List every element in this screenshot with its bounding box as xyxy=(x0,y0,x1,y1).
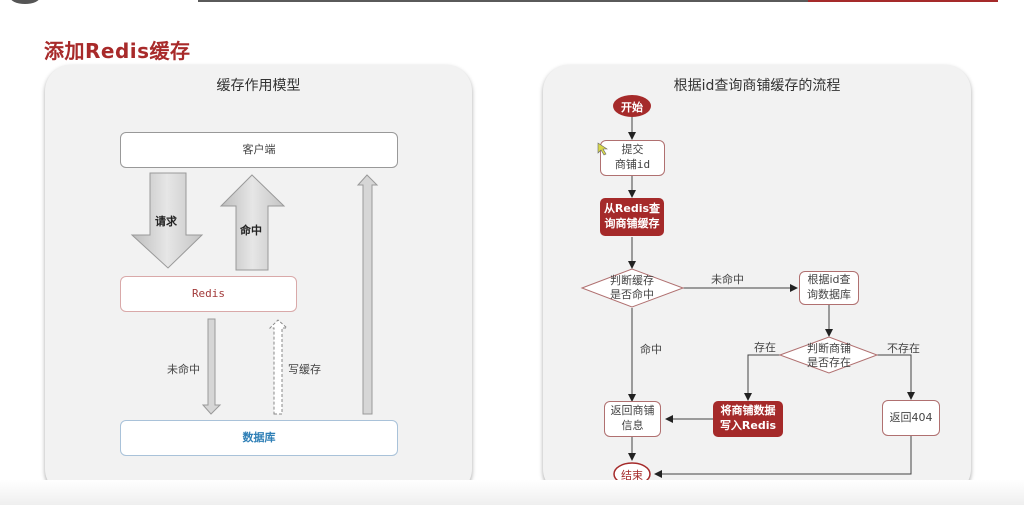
end-node: 结束 xyxy=(621,469,643,482)
hit-arrow xyxy=(219,174,286,271)
write-redis-line1: 将商铺数据 xyxy=(720,404,776,418)
decision-hit-shape xyxy=(580,268,685,308)
db-to-client-arrow xyxy=(356,174,379,415)
edge-404-end xyxy=(654,436,912,478)
write-redis-line2: 写入Redis xyxy=(719,419,777,432)
query-db-node: 根据id查询数据库 xyxy=(799,271,859,305)
cache-model-title: 缓存作用模型 xyxy=(216,78,301,94)
submit-node: 提交商铺id xyxy=(600,140,665,176)
miss-arrow xyxy=(201,318,222,415)
decide-hit-line2: 是否命中 xyxy=(610,288,654,302)
decide-exists-line2: 是否存在 xyxy=(807,356,851,370)
hit-label: 命中 xyxy=(240,224,262,237)
label-exists: 存在 xyxy=(754,341,776,354)
request-label: 请求 xyxy=(155,215,177,228)
decide-hit-node: 判断缓存是否命中 xyxy=(604,274,660,303)
return-info-line2: 信息 xyxy=(621,419,644,432)
label-miss: 未命中 xyxy=(711,273,744,286)
decide-exists-node: 判断商铺是否存在 xyxy=(801,342,857,371)
decision-exists-shape xyxy=(778,336,879,374)
database-label: 数据库 xyxy=(242,430,276,444)
submit-line1: 提交 xyxy=(621,143,644,157)
submit-line2: 商铺id xyxy=(614,158,651,171)
progress-accent xyxy=(808,0,998,2)
page-title: 添加Redis缓存 xyxy=(44,39,191,63)
client-label: 客户端 xyxy=(242,142,276,156)
write-cache-arrow xyxy=(268,319,289,415)
start-shape xyxy=(613,95,651,117)
decide-hit-line1: 判断缓存 xyxy=(610,274,654,287)
miss-label: 未命中 xyxy=(167,363,200,376)
decide-exists-line1: 判断商铺 xyxy=(807,342,851,355)
label-not-exists: 不存在 xyxy=(887,342,920,355)
redis-label: Redis xyxy=(191,286,226,300)
start-node: 开始 xyxy=(621,101,643,114)
query-db-line2: 询数据库 xyxy=(807,288,851,301)
bottom-shadow xyxy=(0,480,1024,505)
return-404-node: 返回404 xyxy=(882,400,940,436)
query-redis-node: 从Redis查询商铺缓存 xyxy=(600,198,664,236)
redis-box: Redis xyxy=(120,276,297,312)
query-redis-line1: 从Redis查 xyxy=(603,202,661,216)
query-redis-line2: 询商铺缓存 xyxy=(604,217,660,230)
request-arrow xyxy=(130,172,204,269)
database-box: 数据库 xyxy=(120,420,398,456)
write-redis-node: 将商铺数据写入Redis xyxy=(713,401,783,437)
edge-exists-write xyxy=(744,354,780,401)
return-404-label: 返回404 xyxy=(889,410,933,424)
return-info-line1: 返回商铺 xyxy=(610,404,655,418)
client-box: 客户端 xyxy=(120,132,398,168)
cursor-icon xyxy=(597,142,608,156)
label-hit: 命中 xyxy=(640,343,662,356)
flow-title: 根据id查询商铺缓存的流程 xyxy=(673,78,841,94)
return-info-node: 返回商铺信息 xyxy=(604,401,661,437)
write-cache-label: 写缓存 xyxy=(288,363,321,376)
query-db-line1: 根据id查 xyxy=(807,273,851,287)
progress-track xyxy=(198,0,808,2)
edge-notexists-404 xyxy=(877,354,915,400)
window-control xyxy=(10,0,40,4)
